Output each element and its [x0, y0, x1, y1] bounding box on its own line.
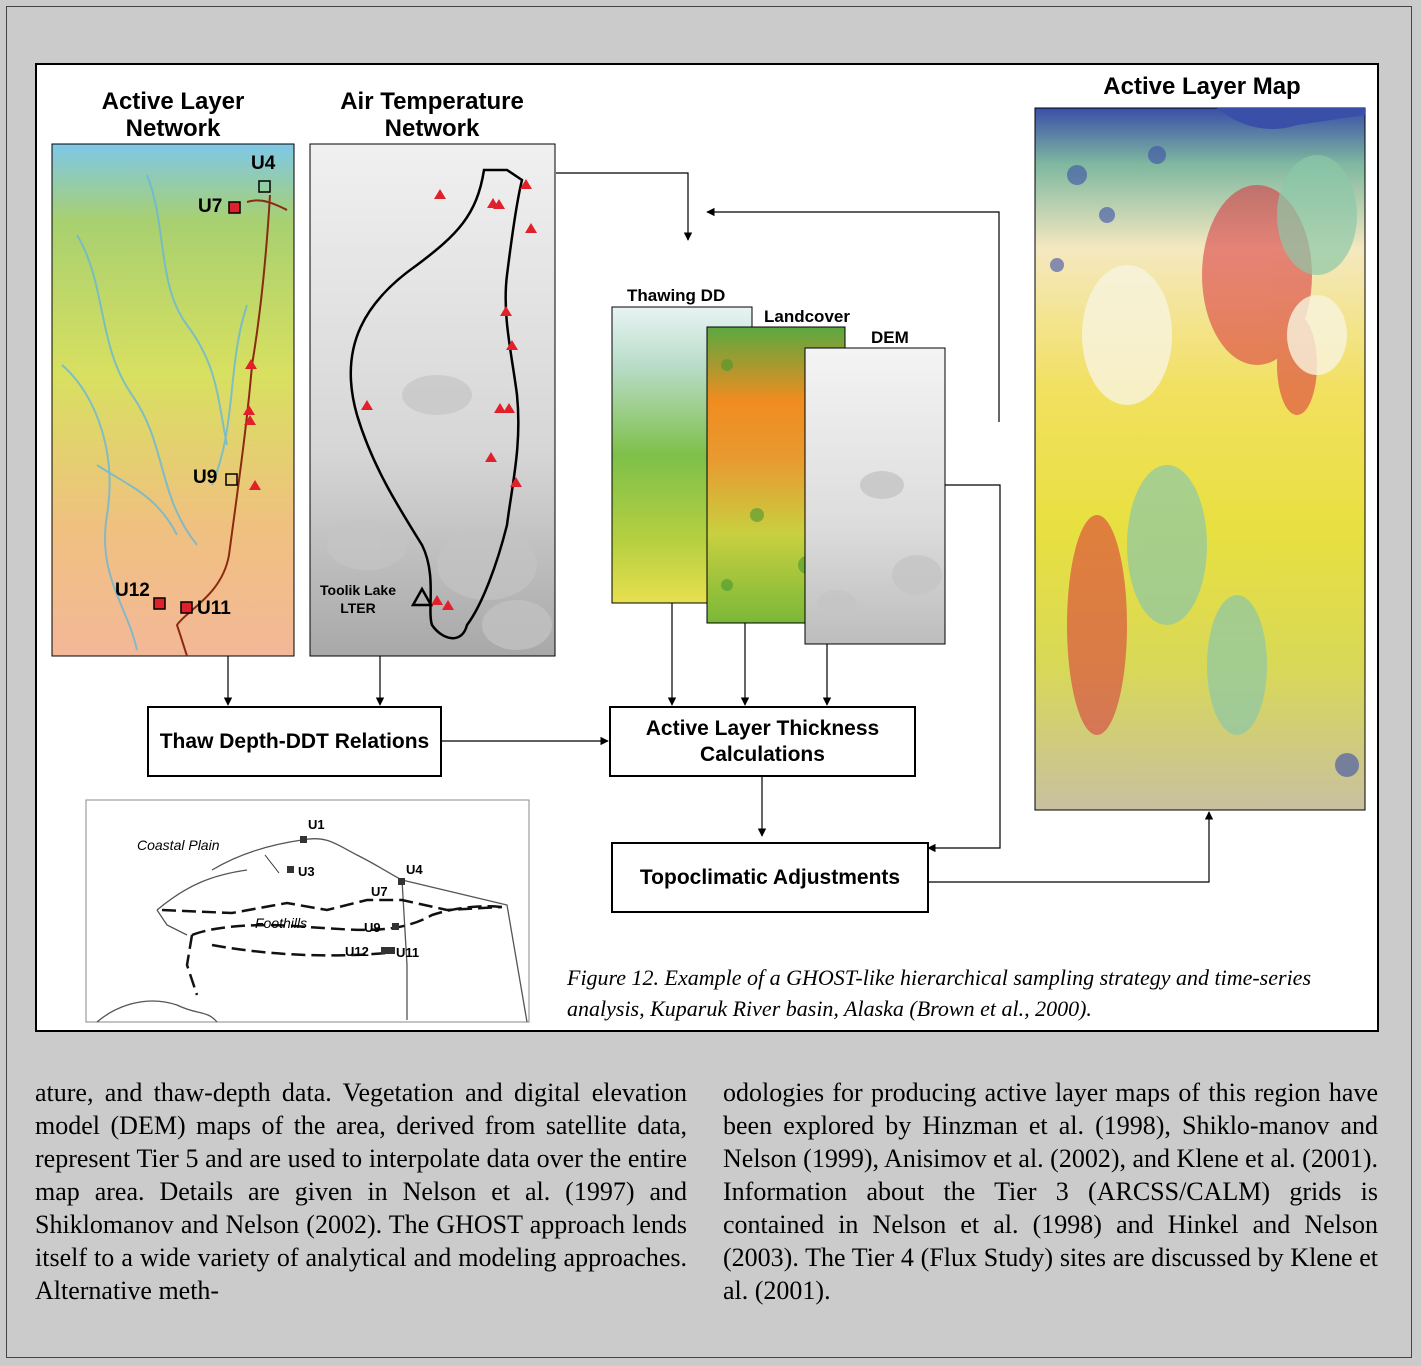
dem-label: DEM [871, 328, 909, 347]
active-layer-map [1034, 107, 1366, 811]
inset-label-coastal-plain: Coastal Plain [137, 837, 220, 853]
inset-site-map [85, 799, 530, 1023]
landcover-label: Landcover [764, 307, 850, 326]
flow-connectors [223, 172, 1214, 883]
site-label-u12: U12 [115, 580, 150, 601]
site-label-u4: U4 [251, 153, 276, 174]
site-label-toolik: Toolik Lake LTER [320, 582, 396, 616]
dem-layer [804, 347, 946, 645]
topoclimatic-adjustments-box: Topoclimatic Adjustments [611, 842, 929, 913]
body-text-right-column: odologies for producing active layer map… [723, 1078, 1378, 1305]
inset-label-u9: U9 [364, 920, 381, 935]
site-label-u9: U9 [193, 467, 218, 488]
active-layer-network-title: Active Layer Network [101, 88, 245, 142]
active-layer-map-title: Active Layer Map [1103, 73, 1301, 100]
inset-label-u1: U1 [308, 817, 325, 832]
figure-12: Active Layer Network Air Temperature Net… [35, 63, 1379, 1032]
air-temperature-network-map [309, 143, 556, 657]
inset-label-u12: U12 [345, 944, 369, 959]
active-layer-network-map [51, 143, 295, 657]
inset-label-u7: U7 [371, 884, 388, 899]
site-label-u7: U7 [198, 196, 223, 217]
active-layer-thickness-box: Active Layer Thickness Calculations [609, 706, 916, 777]
inset-label-u11: U11 [396, 945, 420, 960]
figure-caption: Figure 12. Example of a GHOST-like hiera… [567, 965, 1312, 1021]
page-frame [6, 6, 1412, 1358]
site-label-u11: U11 [197, 598, 231, 619]
figure-graphics [51, 107, 1366, 1023]
inset-label-u3: U3 [298, 864, 315, 879]
thaw-depth-ddt-box: Thaw Depth-DDT Relations [147, 706, 442, 777]
inset-label-u4: U4 [406, 862, 423, 877]
thawing-dd-label: Thawing DD [627, 286, 726, 305]
air-temperature-network-title: Air Temperature Network [340, 88, 524, 142]
inset-label-foothills: Foothills [255, 915, 308, 931]
body-text-left-column: ature, and thaw-depth data. Vegetation a… [35, 1078, 687, 1305]
